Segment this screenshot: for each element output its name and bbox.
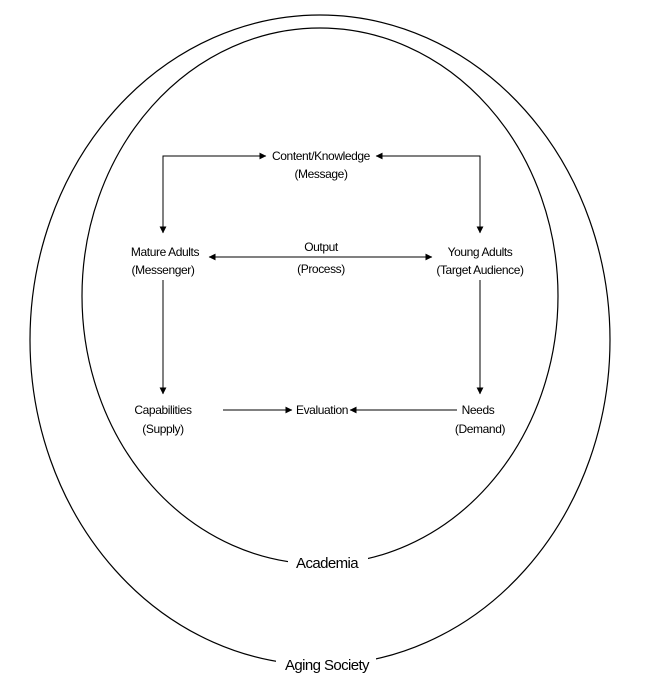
content-knowledge-title: Content/Knowledge: [272, 149, 371, 163]
aging-society-label: Aging Society: [285, 657, 370, 674]
output-title: Output: [304, 240, 339, 254]
young-adults-node: Young Adults (Target Audience): [436, 245, 524, 277]
evaluation-node: Evaluation: [296, 403, 348, 417]
academia-ring: [81, 27, 559, 565]
edge-content-mature-adults: [159, 152, 267, 234]
academia-label: Academia: [296, 555, 359, 572]
output-node: Output (Process): [297, 240, 346, 276]
young-adults-subtitle: (Target Audience): [436, 263, 524, 277]
evaluation-title: Evaluation: [296, 403, 348, 417]
young-adults-title: Young Adults: [448, 245, 513, 259]
mature-adults-node: Mature Adults (Messenger): [131, 245, 200, 277]
mature-adults-subtitle: (Messenger): [132, 263, 195, 277]
capabilities-node: Capabilities (Supply): [134, 403, 192, 436]
needs-node: Needs (Demand): [455, 403, 506, 436]
needs-title: Needs: [462, 403, 495, 417]
needs-subtitle: (Demand): [455, 422, 506, 436]
mature-adults-title: Mature Adults: [131, 245, 200, 259]
content-knowledge-subtitle: (Message): [294, 167, 347, 181]
content-knowledge-node: Content/Knowledge (Message): [272, 149, 371, 181]
edge-content-young-adults: [375, 152, 484, 234]
output-subtitle: (Process): [297, 262, 345, 276]
capabilities-subtitle: (Supply): [142, 422, 184, 436]
capabilities-title: Capabilities: [134, 403, 192, 417]
